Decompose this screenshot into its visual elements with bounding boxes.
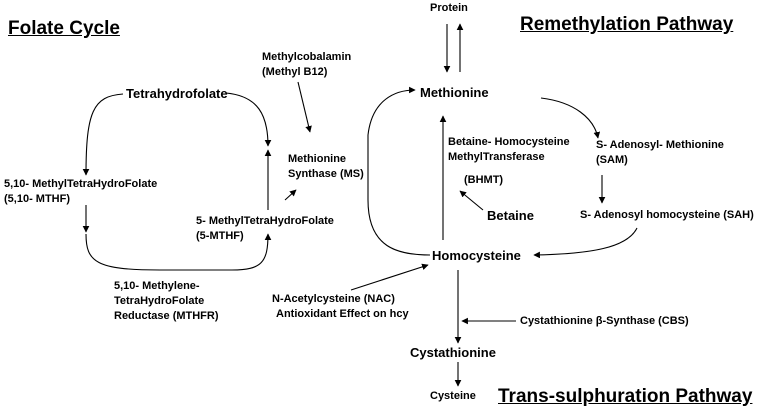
heading-remethylation-pathway: Remethylation Pathway: [520, 14, 734, 35]
node-nac: N-Acetylcysteine (NAC) Antioxidant Effec…: [272, 292, 409, 322]
mthfr-line1: 5,10- Methylene-: [114, 280, 200, 292]
node-methionine: Methionine: [420, 85, 489, 100]
node-5-mthf: 5- MethylTetraHydroFolate (5-MTHF): [196, 214, 334, 244]
node-510-mthf: 5,10- MethylTetraHydroFolate (5,10- MTHF…: [4, 177, 157, 207]
node-sah: S- Adenosyl homocysteine (SAH): [580, 209, 754, 221]
ms-line1: Methionine: [288, 153, 347, 165]
arrow-b12-to-ms: [297, 81, 312, 133]
sam-line1: S- Adenosyl- Methionine: [596, 139, 724, 151]
arrow-betaine-to-bhmt: [459, 190, 484, 211]
mthf5-line1: 5- MethylTetraHydroFolate: [196, 215, 334, 227]
heading-transsulphuration-pathway: Trans-sulphuration Pathway: [498, 386, 753, 407]
sam-line2: (SAM): [596, 154, 628, 166]
arrow-thf-to-510mthf: [82, 93, 124, 176]
node-methylcobalamin: Methylcobalamin (Methyl B12): [262, 50, 351, 80]
nac-line2: Antioxidant Effect on hcy: [276, 308, 409, 320]
mthf510-line2: (5,10- MTHF): [4, 193, 70, 205]
node-homocysteine: Homocysteine: [432, 248, 521, 263]
node-cystathionine: Cystathionine: [410, 345, 496, 360]
node-sam: S- Adenosyl- Methionine (SAM): [596, 138, 724, 168]
bhmt-line3: (BHMT): [464, 174, 504, 186]
methylcobalamin-line1: Methylcobalamin: [262, 51, 352, 63]
ms-line2: Synthase (MS): [288, 168, 364, 180]
mthfr-line2: TetraHydroFolate: [114, 295, 205, 307]
heading-folate-cycle: Folate Cycle: [8, 18, 120, 39]
arrow-thf-to-5mthf-loop: [225, 92, 272, 147]
bhmt-line2: MethylTransferase: [448, 151, 545, 163]
node-cbs: Cystathionine β-Synthase (CBS): [520, 315, 689, 327]
mthfr-line3: Reductase (MTHFR): [114, 310, 219, 322]
node-betaine: Betaine: [487, 208, 534, 223]
mthf510-line1: 5,10- MethylTetraHydroFolate: [4, 178, 158, 190]
nac-line1: N-Acetylcysteine (NAC): [272, 293, 395, 305]
bhmt-line1: Betaine- Homocysteine: [448, 136, 570, 148]
arrow-methionine-to-sam: [540, 97, 601, 139]
arrow-mthfr-loop: [85, 233, 272, 271]
node-methionine-synthase: Methionine Synthase (MS): [288, 152, 364, 182]
arrow-sah-to-hcy: [533, 227, 638, 259]
node-mthfr: 5,10- Methylene- TetraHydroFolate Reduct…: [114, 279, 219, 324]
arrow-5mthf-to-ms: [284, 189, 297, 201]
arrow-nac-to-hcy: [350, 263, 429, 291]
methylcobalamin-line2: (Methyl B12): [262, 66, 328, 78]
node-cysteine: Cysteine: [430, 390, 476, 402]
arrow-hcy-to-methionine-ms: [367, 86, 431, 256]
node-protein: Protein: [430, 2, 468, 14]
node-bhmt: Betaine- Homocysteine MethylTransferase …: [448, 135, 570, 188]
node-tetrahydrofolate: Tetrahydrofolate: [126, 86, 228, 101]
mthf5-line2: (5-MTHF): [196, 230, 244, 242]
